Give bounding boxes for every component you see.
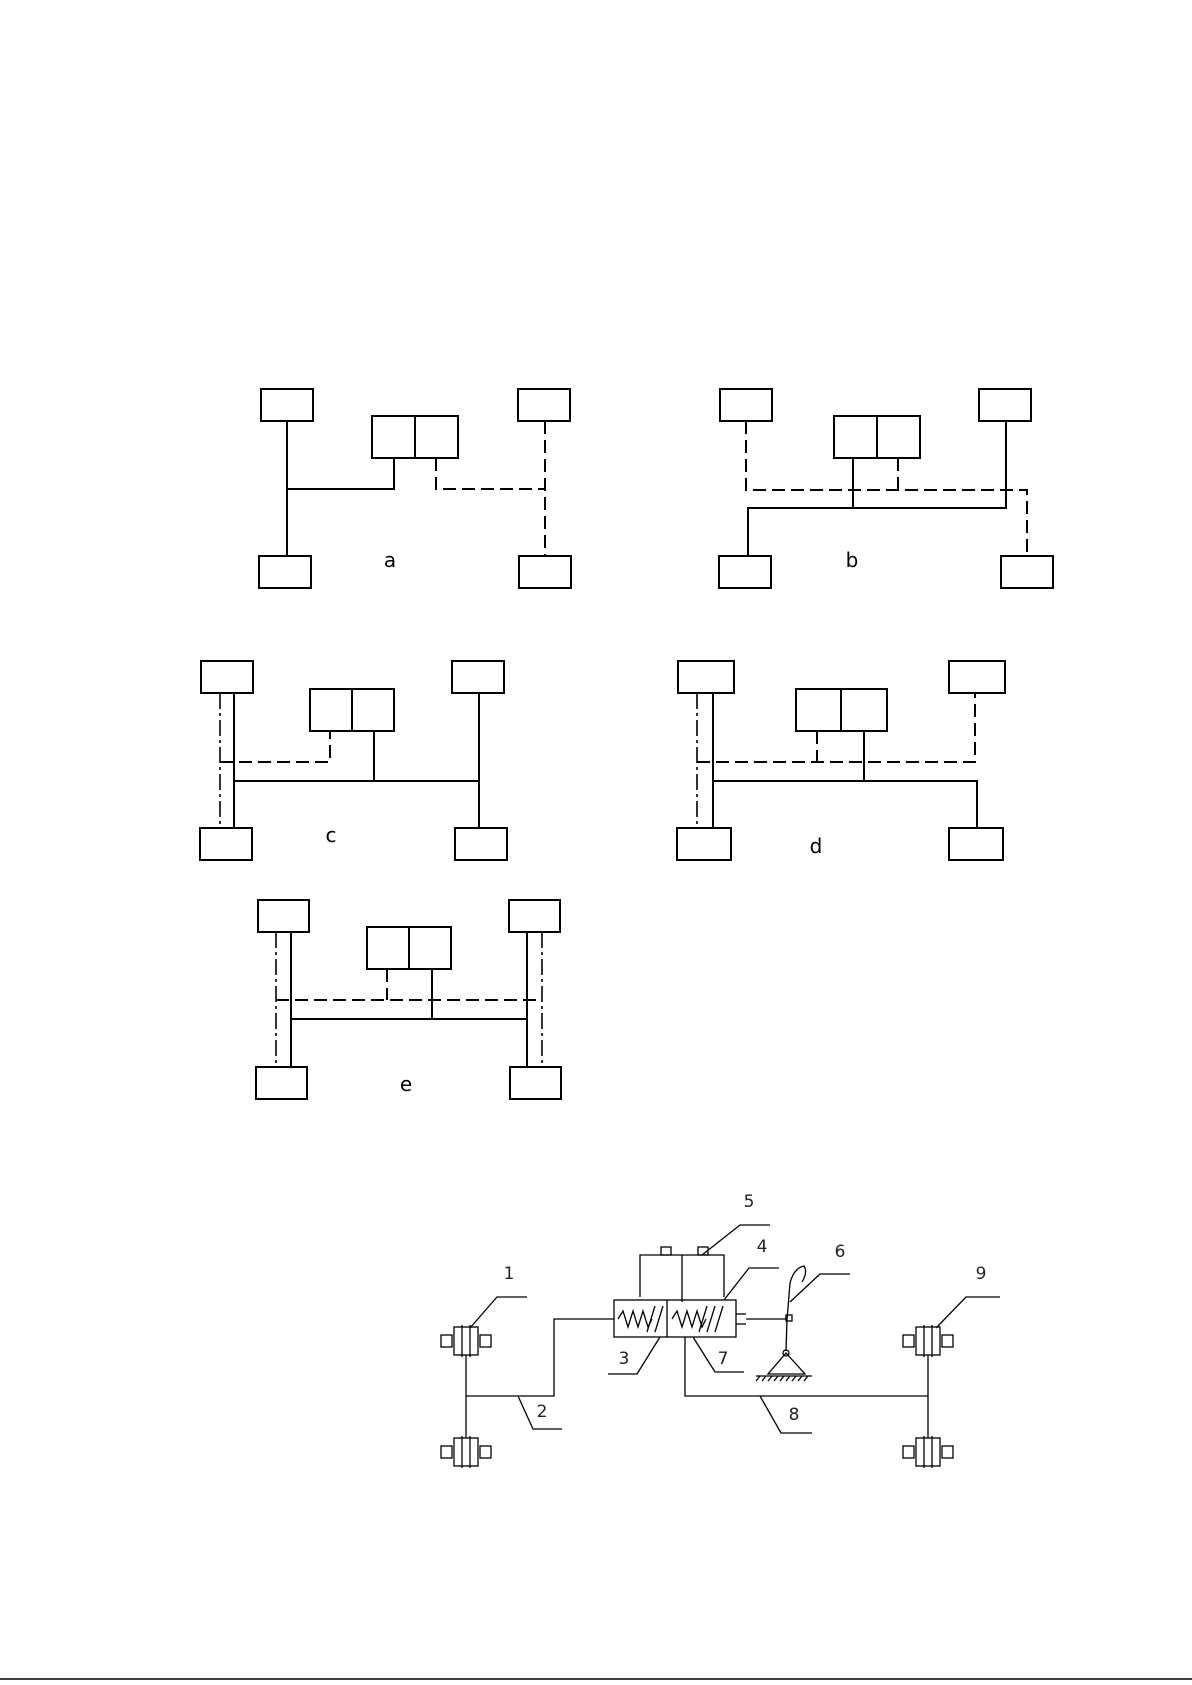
wheel-cylinder-front-right bbox=[903, 1325, 953, 1357]
brake-pedal bbox=[787, 1266, 806, 1320]
wheel-front-left bbox=[258, 900, 309, 932]
part-label-5: 5 bbox=[744, 1192, 755, 1212]
scheme-b: b bbox=[719, 389, 1053, 588]
scheme-c: c bbox=[200, 661, 507, 860]
wheel-rear-right bbox=[455, 828, 507, 860]
part-label-4: 4 bbox=[757, 1237, 768, 1257]
wheel-front-left bbox=[678, 661, 734, 693]
wheel-cylinder-rear-left bbox=[441, 1436, 491, 1468]
reservoir-cap-left bbox=[661, 1247, 671, 1255]
scheme-label-b: b bbox=[846, 548, 859, 572]
fluid-reservoir bbox=[640, 1255, 724, 1302]
wheel-rear-left bbox=[677, 828, 731, 860]
scheme-label-d: d bbox=[810, 834, 823, 858]
wheel-front-left bbox=[720, 389, 772, 421]
master-cylinder-body bbox=[614, 1300, 736, 1337]
part-label-2: 2 bbox=[537, 1402, 548, 1422]
wheel-cylinder-rear-right bbox=[903, 1436, 953, 1468]
wheel-rear-left bbox=[200, 828, 252, 860]
spring-front bbox=[618, 1311, 652, 1327]
leader-1 bbox=[470, 1297, 527, 1328]
wheel-rear-right bbox=[1001, 556, 1053, 588]
part-label-7: 7 bbox=[718, 1349, 729, 1369]
scheme-e: e bbox=[256, 900, 561, 1099]
circuit-dashed bbox=[220, 731, 330, 762]
wheel-cylinder-front-left bbox=[441, 1325, 491, 1357]
wheel-front-right bbox=[518, 389, 570, 421]
wheel-front-right bbox=[452, 661, 504, 693]
wheel-rear-left bbox=[259, 556, 311, 588]
leader-9 bbox=[936, 1297, 1000, 1328]
part-label-9: 9 bbox=[976, 1264, 987, 1284]
wheel-front-right bbox=[509, 900, 560, 932]
wheel-front-left bbox=[261, 389, 313, 421]
pedal-lever bbox=[786, 1320, 787, 1351]
wheel-rear-left bbox=[719, 556, 771, 588]
wheel-front-left bbox=[201, 661, 253, 693]
leader-6 bbox=[790, 1274, 850, 1302]
wheel-rear-right bbox=[949, 828, 1003, 860]
wheel-front-right bbox=[979, 389, 1031, 421]
part-label-6: 6 bbox=[835, 1242, 846, 1262]
leader-3 bbox=[608, 1337, 660, 1374]
piston-rear bbox=[699, 1306, 723, 1332]
scheme-label-c: c bbox=[326, 823, 337, 847]
wheel-front-right bbox=[949, 661, 1005, 693]
circuit-dashed bbox=[276, 969, 542, 1000]
hydraulic-circuit: 1 2 3 4 5 6 7 8 9 bbox=[441, 1192, 1000, 1468]
scheme-label-e: e bbox=[400, 1072, 412, 1096]
piston-front bbox=[647, 1306, 663, 1332]
scheme-label-a: a bbox=[384, 548, 396, 572]
wheel-rear-left bbox=[256, 1067, 307, 1099]
wheel-rear-right bbox=[510, 1067, 561, 1099]
ground-hatch bbox=[756, 1376, 808, 1381]
leader-4 bbox=[724, 1268, 779, 1300]
part-label-1: 1 bbox=[504, 1264, 515, 1284]
wheel-rear-right bbox=[519, 556, 571, 588]
leader-8 bbox=[760, 1396, 812, 1433]
scheme-a: a bbox=[259, 389, 571, 588]
part-label-8: 8 bbox=[789, 1405, 800, 1425]
part-label-3: 3 bbox=[619, 1349, 630, 1369]
scheme-d: d bbox=[677, 661, 1005, 860]
